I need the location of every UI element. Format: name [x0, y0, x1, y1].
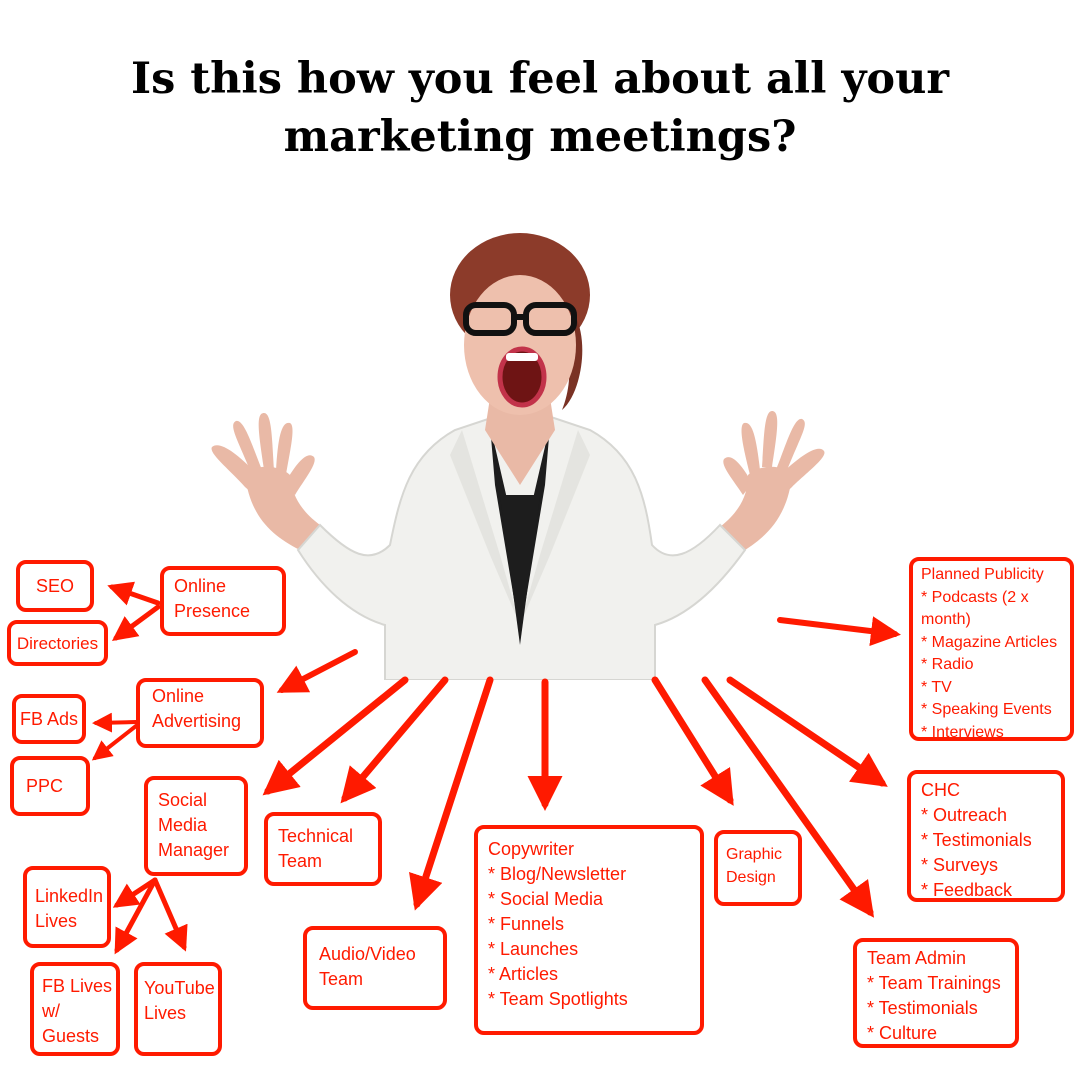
- arrow-to-online-advertising: [276, 649, 358, 693]
- box-planned-publicity-line: * Podcasts (2 x: [921, 588, 1029, 606]
- box-fb-lives-line: w/: [42, 1001, 60, 1021]
- box-youtube-lives-line: YouTube: [144, 978, 215, 998]
- box-linkedin-lives-line: LinkedIn: [35, 886, 104, 906]
- box-audio-video-team-line: Audio/Video: [319, 944, 416, 964]
- box-team-admin-line: * Culture: [867, 1023, 938, 1043]
- box-technical-team-line: Technical: [278, 826, 354, 846]
- screaming-woman-illustration: [211, 233, 825, 680]
- box-linkedin-lives-line: Lives: [35, 911, 78, 931]
- box-fb-ads-line: FB Ads: [19, 708, 79, 729]
- box-team-admin-line: * Team Trainings: [867, 973, 1001, 993]
- box-planned-publicity-line: * Magazine Articles: [921, 633, 1058, 651]
- box-graphic-design: Graphic Design: [714, 830, 802, 906]
- box-planned-publicity-line: * Speaking Events: [921, 701, 1052, 718]
- box-technical-team: Technical Team: [264, 812, 382, 886]
- box-online-advertising-line: Online: [152, 686, 205, 706]
- arrow-to-fb-ads: [92, 712, 138, 733]
- box-chc-line: * Surveys: [921, 855, 999, 875]
- box-social-media-manager-line: Social: [158, 790, 208, 810]
- box-fb-ads: FB Ads: [12, 694, 86, 744]
- box-online-advertising: Online Advertising: [136, 678, 264, 748]
- arrow-to-seo: [107, 581, 161, 606]
- box-planned-publicity-line: Planned Publicity: [921, 566, 1044, 583]
- box-copywriter-line: * Funnels: [488, 914, 565, 934]
- box-online-presence-line: Presence: [174, 601, 251, 621]
- box-graphic-design-line: Graphic: [726, 846, 783, 863]
- box-social-media-manager: Social Media Manager: [144, 776, 248, 876]
- arrow-to-audio-video-team: [409, 676, 494, 911]
- title-line-1: Is this how you feel about all your: [130, 54, 950, 104]
- box-copywriter-line: Copywriter: [488, 839, 575, 859]
- box-copywriter-line: * Articles: [488, 964, 559, 984]
- box-graphic-design-line: Design: [726, 868, 776, 886]
- arrow-to-fb-lives: [114, 877, 158, 955]
- box-directories: Directories: [7, 620, 108, 666]
- box-chc-line: * Feedback: [921, 880, 1013, 900]
- box-chc-line: * Testimonials: [921, 830, 1032, 850]
- page-title: Is this how you feel about all your mark…: [0, 50, 1080, 166]
- box-copywriter-line: * Blog/Newsletter: [488, 864, 627, 884]
- box-youtube-lives: YouTube Lives: [134, 962, 222, 1056]
- arrow-to-social-media-manager: [262, 676, 409, 796]
- open-mouth: [497, 346, 547, 408]
- arrow-to-team-admin: [701, 676, 875, 918]
- box-linkedin-lives: LinkedIn Lives: [23, 866, 111, 948]
- box-online-presence-line: Online: [174, 576, 227, 596]
- box-team-admin-line: Team Admin: [867, 948, 967, 968]
- box-planned-publicity-line: * Radio: [921, 656, 974, 673]
- box-planned-publicity-line: month): [921, 611, 971, 628]
- box-chc-line: * Outreach: [921, 805, 1008, 825]
- box-fb-lives-line: FB Lives: [42, 976, 113, 996]
- box-youtube-lives-line: Lives: [144, 1003, 187, 1023]
- box-seo-line: SEO: [35, 575, 74, 596]
- arrow-to-directories: [111, 604, 161, 641]
- box-chc: CHC * Outreach * Testimonials * Surveys …: [907, 770, 1065, 902]
- box-planned-publicity-line: * Interviews: [921, 723, 1004, 741]
- box-directories-line: Directories: [16, 633, 99, 653]
- box-social-media-manager-line: Manager: [158, 840, 230, 860]
- box-fb-lives: FB Lives w/ Guests: [30, 962, 120, 1056]
- left-hand: [211, 413, 320, 550]
- box-copywriter-line: * Team Spotlights: [488, 989, 628, 1009]
- glasses: [463, 302, 577, 336]
- arrow-to-youtube-lives: [152, 877, 188, 952]
- box-ppc-line: PPC: [26, 776, 64, 796]
- box-audio-video-team-line: Team: [319, 969, 364, 989]
- box-online-presence: Online Presence: [160, 566, 286, 636]
- arrow-to-ppc: [91, 724, 138, 761]
- box-online-advertising-line: Advertising: [152, 711, 242, 731]
- title-line-2: marketing meetings?: [283, 112, 797, 162]
- box-technical-team-line: Team: [278, 851, 323, 871]
- box-ppc: PPC: [10, 756, 90, 816]
- arrow-to-chc: [726, 676, 888, 787]
- box-planned-publicity: Planned Publicity * Podcasts (2 x month)…: [909, 557, 1074, 741]
- box-team-admin-line: * Testimonials: [867, 998, 978, 1018]
- box-chc-line: CHC: [921, 780, 960, 800]
- right-hand: [720, 411, 825, 553]
- box-audio-video-team: Audio/Video Team: [303, 926, 447, 1010]
- box-seo: SEO: [16, 560, 94, 612]
- box-planned-publicity-line: * TV: [921, 678, 952, 696]
- box-team-admin: Team Admin * Team Trainings * Testimonia…: [853, 938, 1019, 1048]
- box-copywriter-line: * Launches: [488, 939, 579, 959]
- box-fb-lives-line: Guests: [42, 1026, 100, 1046]
- arrow-to-technical-team: [340, 676, 449, 804]
- arrow-to-planned-publicity: [777, 616, 901, 646]
- box-social-media-manager-line: Media: [158, 815, 208, 835]
- arrow-to-graphic-design: [651, 676, 734, 806]
- box-copywriter-line: * Social Media: [488, 889, 604, 909]
- box-copywriter: Copywriter * Blog/Newsletter * Social Me…: [474, 825, 704, 1035]
- face: [464, 275, 576, 415]
- arrow-to-linkedin-lives: [112, 877, 158, 908]
